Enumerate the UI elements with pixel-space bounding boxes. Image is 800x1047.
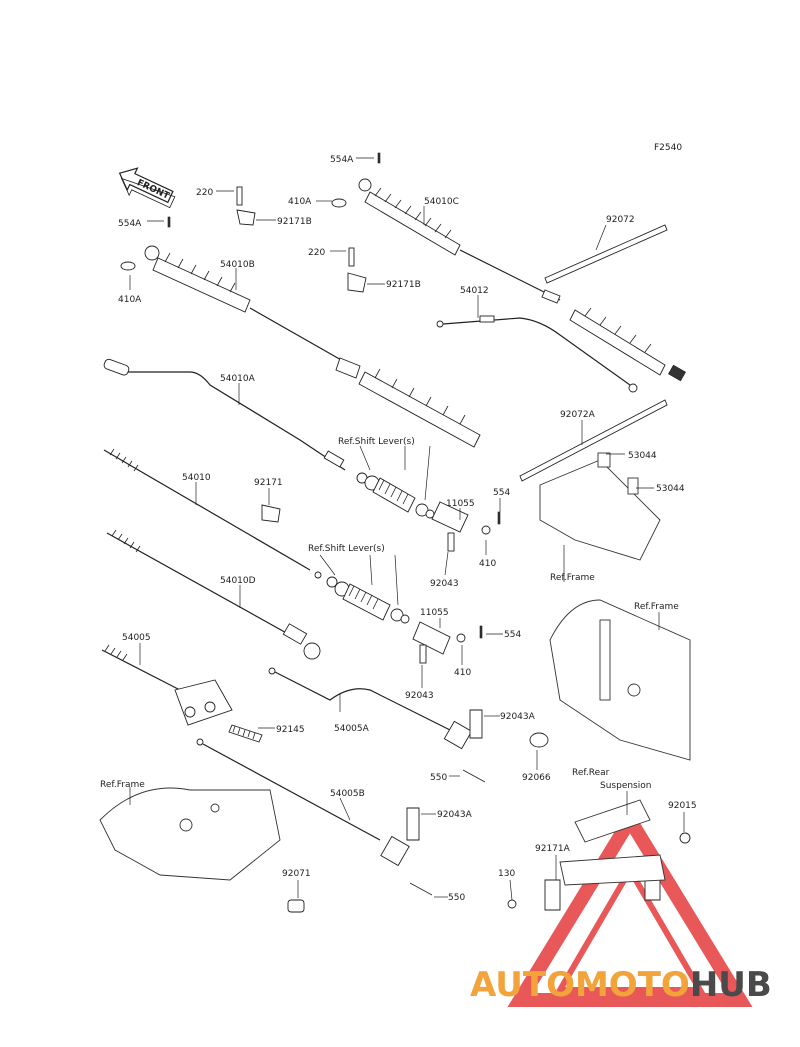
label-92145: 92145 xyxy=(276,725,305,735)
label-92015: 92015 xyxy=(668,801,697,811)
label-92072: 92072 xyxy=(606,215,635,225)
cable-54010B xyxy=(144,245,481,448)
label-53044-a: 53044 xyxy=(628,451,657,461)
cable-54010D xyxy=(106,529,321,660)
leader-lines xyxy=(129,157,685,901)
label-54005B: 54005B xyxy=(330,789,365,799)
label-54010A: 54010A xyxy=(220,374,256,384)
label-92043-b: 92043 xyxy=(405,691,434,701)
cable-54010 xyxy=(103,448,322,579)
label-554-a: 554 xyxy=(493,488,510,498)
label-11055-a: 11055 xyxy=(446,499,475,509)
watermark-text: AUTOMOTOHUB xyxy=(470,965,772,1005)
cable-tie-92072A xyxy=(519,399,668,482)
cable-54005A xyxy=(268,667,473,750)
label-11055-b: 11055 xyxy=(420,608,449,618)
label-54005A: 54005A xyxy=(334,724,370,734)
label-92171B-a: 92171B xyxy=(277,217,312,227)
label-54010D: 54010D xyxy=(220,576,256,586)
ref-frame-left: Ref.Frame xyxy=(100,780,145,790)
label-92043A-b: 92043A xyxy=(437,810,473,820)
ref-shift-lever-2: Ref.Shift Lever(s) xyxy=(308,544,385,554)
label-550-a: 550 xyxy=(430,773,447,783)
cable-54005 xyxy=(101,644,263,743)
ref-frame-right-1: Ref.Frame xyxy=(550,573,595,583)
label-92043A-a: 92043A xyxy=(500,712,536,722)
frame-right-top xyxy=(539,452,661,561)
ref-rear-suspension-1: Ref.Rear xyxy=(572,768,610,778)
label-410A-top: 410A xyxy=(288,197,312,207)
label-54012: 54012 xyxy=(460,286,489,296)
label-220-b: 220 xyxy=(308,248,325,258)
label-92071: 92071 xyxy=(282,869,311,879)
label-410-b: 410 xyxy=(454,668,471,678)
label-130: 130 xyxy=(498,869,515,879)
label-53044-b: 53044 xyxy=(656,484,685,494)
cable-54012 xyxy=(436,315,638,393)
label-92043-a: 92043 xyxy=(430,579,459,589)
cable-54010A xyxy=(103,358,346,471)
label-54010: 54010 xyxy=(182,473,211,483)
shift-parts-2 xyxy=(326,576,483,664)
label-54005: 54005 xyxy=(122,633,151,643)
label-54010C: 54010C xyxy=(424,197,459,207)
label-92072A: 92072A xyxy=(560,410,596,420)
watermark-logo xyxy=(507,806,753,1007)
ref-frame-right-2: Ref.Frame xyxy=(634,602,679,612)
figure-code: F2540 xyxy=(654,143,682,153)
label-92171A: 92171A xyxy=(535,844,571,854)
label-410-a: 410 xyxy=(479,559,496,569)
ref-rear-suspension-2: Suspension xyxy=(600,781,651,791)
label-92066: 92066 xyxy=(522,773,551,783)
cable-tie-92072 xyxy=(544,224,668,284)
label-554-b: 554 xyxy=(504,630,521,640)
frame-right-mid xyxy=(549,599,691,761)
label-220-a: 220 xyxy=(196,188,213,198)
cable-54010C xyxy=(358,178,686,382)
watermark-part1: AUTOMOTO xyxy=(470,965,690,1005)
label-410A-left: 410A xyxy=(118,295,142,305)
label-54010B: 54010B xyxy=(220,260,255,270)
label-550-b: 550 xyxy=(448,893,465,903)
shift-parts-1 xyxy=(356,472,501,552)
cable-54005B xyxy=(196,738,410,867)
frame-rear-suspension xyxy=(559,799,666,886)
front-arrow-icon: FRONT xyxy=(118,167,176,209)
label-92171B-b: 92171B xyxy=(386,280,421,290)
label-554A-top: 554A xyxy=(330,155,354,165)
label-554A-left: 554A xyxy=(118,219,142,229)
label-92171: 92171 xyxy=(254,478,283,488)
frame-left-bottom xyxy=(99,787,281,881)
small-parts-top xyxy=(120,152,381,523)
ref-shift-lever-1: Ref.Shift Lever(s) xyxy=(338,437,415,447)
watermark-part2: HUB xyxy=(690,965,772,1005)
